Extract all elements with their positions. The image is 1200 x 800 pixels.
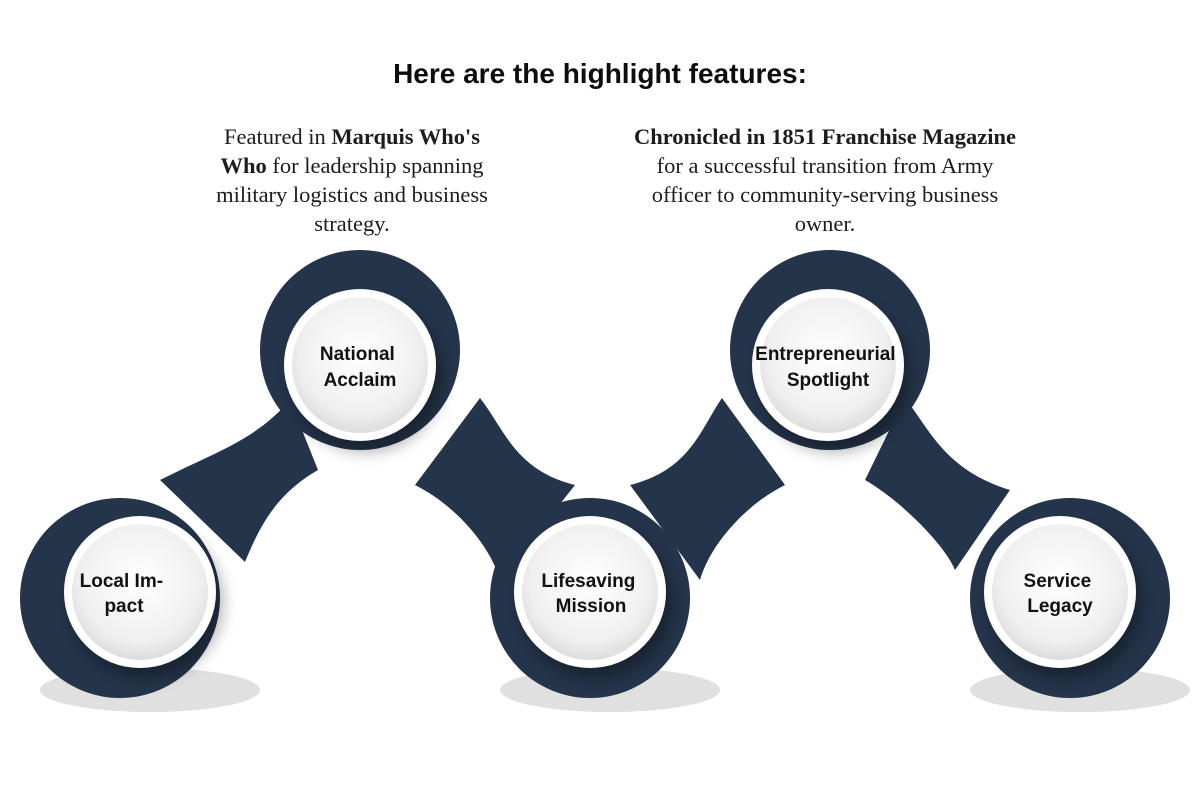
node-face bbox=[72, 524, 208, 660]
node-label-line: pact bbox=[104, 596, 144, 617]
node-national-acclaim bbox=[284, 289, 436, 441]
node-label-national-acclaim: National Acclaim bbox=[320, 344, 400, 391]
caption-text-run: for leadership spanning military logisti… bbox=[216, 153, 488, 236]
caption-entrepreneurial-spotlight: Chronicled in 1851 Franchise Magazine fo… bbox=[630, 122, 1020, 238]
node-label-lifesaving-mission: Lifesaving Mission bbox=[541, 571, 640, 617]
node-face bbox=[522, 524, 658, 660]
node-entrepreneurial-spotlight bbox=[752, 289, 904, 441]
page-title: Here are the highlight features: bbox=[393, 58, 807, 89]
node-label-local-impact: Local Im- pact bbox=[80, 571, 169, 617]
node-face bbox=[760, 297, 896, 433]
node-label-line: Spotlight bbox=[787, 370, 870, 391]
connector-4-5 bbox=[865, 398, 1010, 570]
node-label-line: Service bbox=[1024, 571, 1092, 592]
connector-3-4 bbox=[630, 398, 785, 580]
caption-bold-run: Marquis Who's Who bbox=[220, 124, 481, 178]
node-label-line: Entrepreneurial bbox=[755, 344, 895, 365]
node-label-line: Local Im- bbox=[80, 571, 163, 592]
node-label-service-legacy: Service Legacy bbox=[1024, 571, 1097, 617]
node-label-entrepreneurial-spotlight: Entrepreneurial Spotlight bbox=[755, 344, 901, 391]
node-label-line: Mission bbox=[556, 596, 627, 617]
node-label-line: Lifesaving bbox=[541, 571, 635, 592]
caption-bold-run: Chronicled in 1851 Franchise Magazine bbox=[633, 124, 1017, 149]
node-label-line: National bbox=[320, 344, 395, 365]
caption-text-run: for a successful transition from Army of… bbox=[651, 153, 999, 236]
caption-text-run: Featured in bbox=[223, 124, 332, 149]
node-labels: Local Im- pact National Acclaim Lifesavi… bbox=[80, 344, 1097, 617]
node-lifesaving-mission bbox=[514, 516, 666, 668]
node-service-legacy bbox=[984, 516, 1136, 668]
node-label-line: Acclaim bbox=[324, 370, 397, 391]
node-label-line: Legacy bbox=[1027, 596, 1093, 617]
node-face bbox=[992, 524, 1128, 660]
connector-1-2 bbox=[160, 400, 318, 562]
node-circles bbox=[64, 289, 1136, 668]
caption-national-acclaim: Featured in Marquis Who's Who for leader… bbox=[200, 122, 504, 238]
node-face bbox=[292, 297, 428, 433]
node-local-impact bbox=[64, 516, 216, 668]
